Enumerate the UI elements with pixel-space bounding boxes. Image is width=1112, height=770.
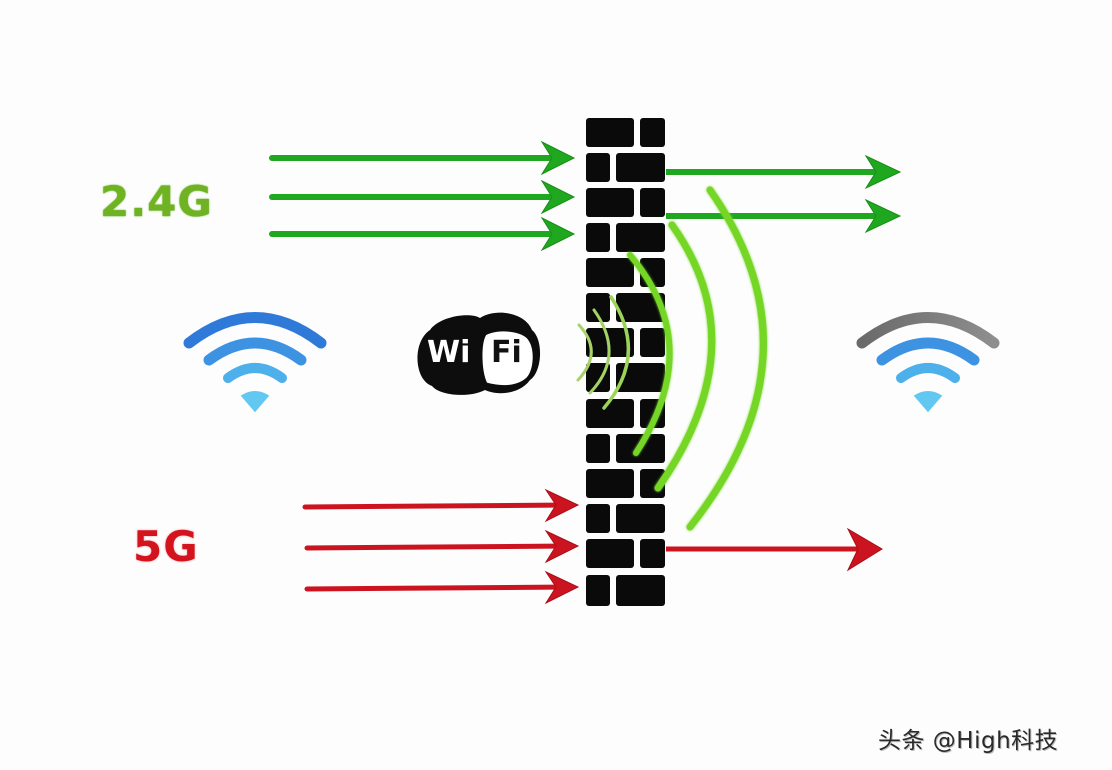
signal-waves [576, 186, 767, 531]
arrow-24g-in-1 [269, 140, 576, 176]
wave-arc-1 [576, 323, 593, 382]
wave-arc-2 [588, 308, 611, 395]
arrow-24g-out-1 [666, 154, 902, 190]
arrow-24g-out-2 [666, 198, 902, 234]
wave-arc-3 [602, 295, 631, 410]
arrow-24g-in-2 [269, 179, 576, 215]
wifi-logo-shape [417, 312, 541, 395]
arrow-5g-in-3 [304, 570, 580, 605]
wifi-logo-fi: Fi [491, 335, 522, 370]
wifi-signal-icon-left [183, 312, 327, 413]
wave-arc-4 [627, 252, 673, 456]
wifi-logo-wi: Wi [427, 335, 471, 370]
arrow-24g-in-3 [269, 216, 576, 252]
watermark: 头条 @High科技 [878, 728, 1059, 754]
wifi-logo: Wi Fi [412, 316, 542, 396]
arrow-5g-in-1 [302, 488, 580, 523]
arrows-5g-incoming [302, 488, 580, 605]
arrows-24g-incoming [269, 140, 576, 252]
arrow-5g-outgoing [666, 527, 883, 572]
band-label-24g: 2.4G [100, 177, 213, 226]
band-label-5g: 5G [133, 522, 199, 571]
arrow-5g-in-2 [304, 529, 580, 564]
arrows-24g-outgoing [666, 154, 902, 234]
wifi-signal-icon-right [856, 312, 1000, 413]
wave-arc-5 [654, 221, 716, 492]
wave-arc-6 [686, 186, 767, 531]
